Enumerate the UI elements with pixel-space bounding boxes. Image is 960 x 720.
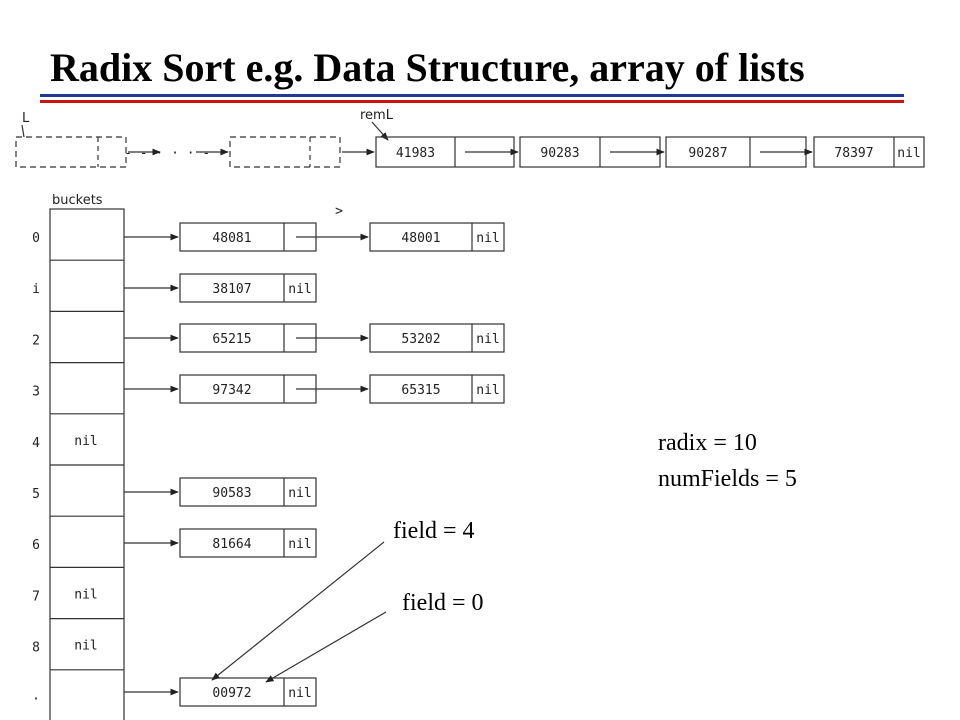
list-node <box>179 477 317 507</box>
field-4-pointer <box>211 541 385 681</box>
dashed-node <box>229 136 341 168</box>
list-node <box>179 677 317 707</box>
list-node <box>369 374 505 404</box>
field-0-pointer <box>265 611 387 683</box>
bucket-index: 4 <box>32 436 40 451</box>
dashed-node <box>15 136 127 168</box>
list-ellipsis: - - · · · - - <box>124 146 226 161</box>
slide-title: Radix Sort e.g. Data Structure, array of… <box>50 45 805 90</box>
nil-marker: nil <box>288 486 311 501</box>
nil-marker: nil <box>476 332 499 347</box>
title-rule-blue <box>40 94 904 97</box>
nil-marker: nil <box>288 537 311 552</box>
nil-marker: nil <box>897 146 920 161</box>
radix-annotation: radix = 10 <box>658 430 757 456</box>
field-4-annotation: field = 4 <box>393 518 475 544</box>
nil-marker: nil <box>288 282 311 297</box>
node-value: 90283 <box>540 146 579 161</box>
node-value: 48081 <box>212 231 251 246</box>
list-node <box>813 136 925 168</box>
nil-marker: nil <box>476 383 499 398</box>
reml-label: remL <box>360 108 394 123</box>
node-value: 78397 <box>834 146 873 161</box>
node-value: 81664 <box>212 537 251 552</box>
head-pointer <box>21 124 25 138</box>
buckets-label: buckets <box>52 193 103 208</box>
node-value: 00972 <box>212 686 251 701</box>
list-node <box>179 528 317 558</box>
node-value: 65215 <box>212 332 251 347</box>
field-0-annotation: field = 0 <box>402 590 484 616</box>
num-fields-annotation: numFields = 5 <box>658 466 797 492</box>
node-value: 48001 <box>401 231 440 246</box>
nil-marker: nil <box>476 231 499 246</box>
node-value: 90583 <box>212 486 251 501</box>
bucket-index: 7 <box>32 589 40 604</box>
bucket-nil: nil <box>74 587 97 602</box>
node-value: 41983 <box>396 146 435 161</box>
bucket-nil: nil <box>74 639 97 654</box>
bucket-index: 8 <box>32 641 40 656</box>
list-node <box>179 273 317 303</box>
bucket-index: 5 <box>32 487 40 502</box>
node-value: 97342 <box>212 383 251 398</box>
title-rule-red <box>40 100 904 103</box>
node-value: 65315 <box>401 383 440 398</box>
node-value: 90287 <box>688 146 727 161</box>
stray-mark: > <box>335 204 343 219</box>
list-node <box>369 222 505 252</box>
node-value: 53202 <box>401 332 440 347</box>
node-value: 38107 <box>212 282 251 297</box>
bucket-index: 3 <box>32 385 40 400</box>
list-node <box>369 323 505 353</box>
nil-marker: nil <box>288 686 311 701</box>
bucket-index: · <box>32 692 40 707</box>
bucket-index: 6 <box>32 538 40 553</box>
bucket-index: 0 <box>32 231 40 246</box>
bucket-index: 2 <box>32 333 40 348</box>
bucket-index: i <box>32 282 40 297</box>
bucket-nil: nil <box>74 434 97 449</box>
list-head-label: L <box>22 111 30 126</box>
